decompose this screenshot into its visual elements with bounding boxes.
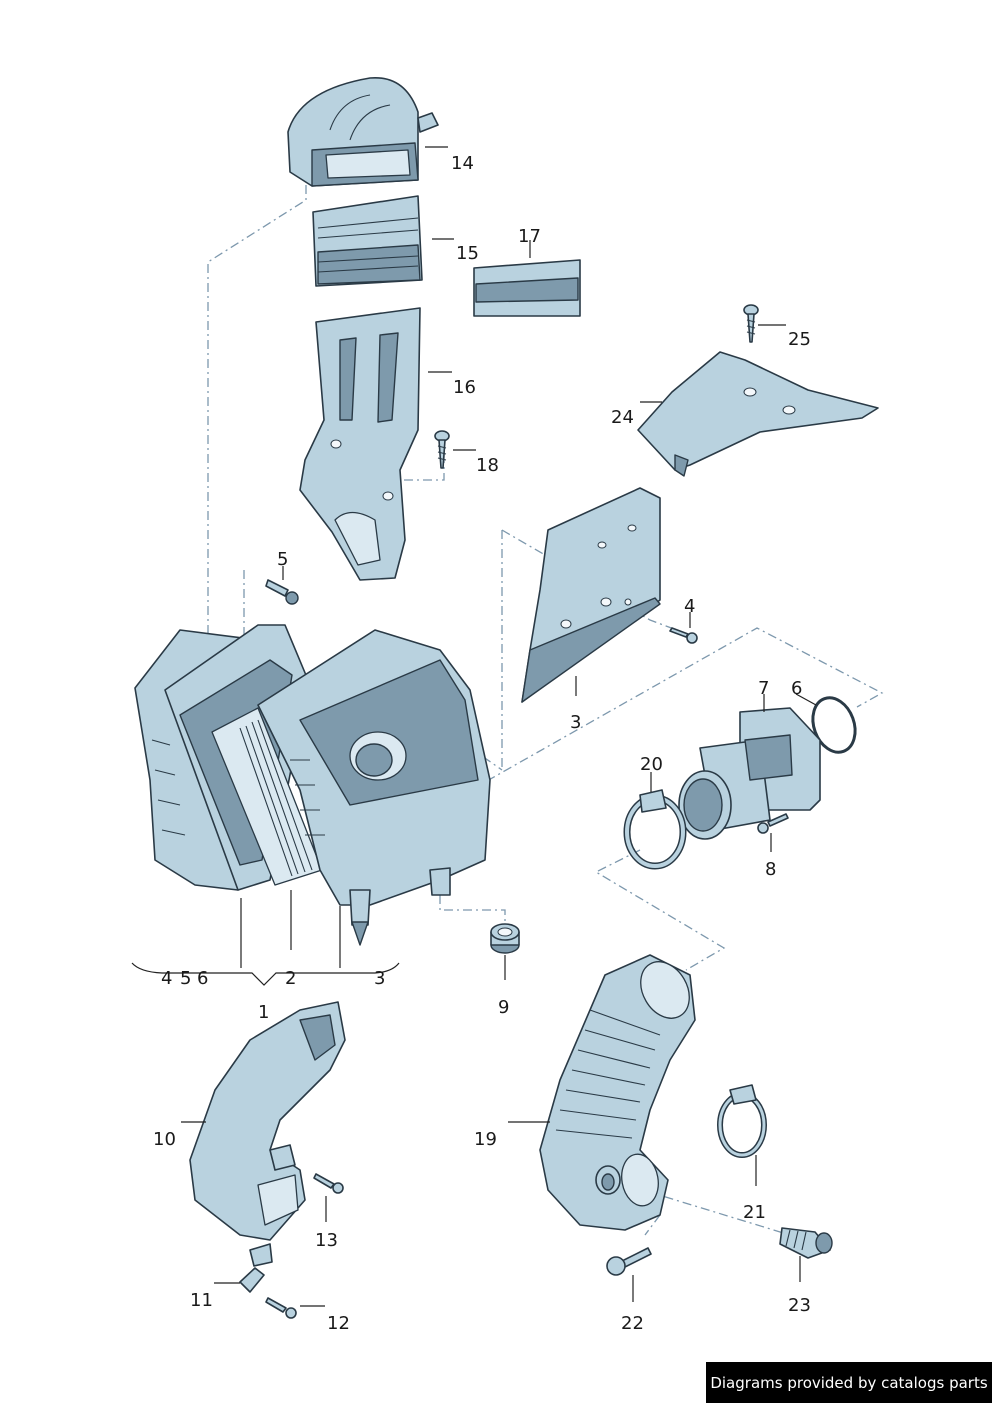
heat-shield-24 xyxy=(637,351,879,477)
screw-8 xyxy=(757,813,789,834)
air-mass-meter-7 xyxy=(678,707,821,840)
bolt-5 xyxy=(265,579,299,605)
label-3-group: 3 xyxy=(374,968,385,989)
label-5: 5 xyxy=(277,549,288,570)
label-4-group: 4 xyxy=(161,968,172,989)
screw-4 xyxy=(669,627,698,644)
label-2: 2 xyxy=(285,968,296,989)
label-11: 11 xyxy=(190,1290,213,1311)
label-19: 19 xyxy=(474,1129,497,1150)
callout-labels: 14 15 17 16 18 25 24 5 4 3 7 6 20 8 4 5 … xyxy=(153,153,811,1334)
bolt-22 xyxy=(606,1247,652,1276)
screw-25 xyxy=(743,304,759,343)
label-1: 1 xyxy=(258,1002,269,1023)
label-10: 10 xyxy=(153,1129,176,1150)
label-20: 20 xyxy=(640,754,663,775)
credit-text: Diagrams provided by catalogs parts xyxy=(710,1373,988,1392)
label-16: 16 xyxy=(453,377,476,398)
label-13: 13 xyxy=(315,1230,338,1251)
hose-clamp-21 xyxy=(717,1084,767,1158)
screw-13 xyxy=(313,1173,344,1194)
label-24: 24 xyxy=(611,407,634,428)
label-8: 8 xyxy=(765,859,776,880)
label-9: 9 xyxy=(498,997,509,1018)
o-ring-6 xyxy=(811,696,857,754)
label-6-group: 6 xyxy=(197,968,208,989)
credit-banner: Diagrams provided by catalogs parts xyxy=(706,1362,992,1403)
clip-11 xyxy=(239,1243,273,1293)
label-5-group: 5 xyxy=(180,968,191,989)
filter-pad-17 xyxy=(473,259,581,317)
label-21: 21 xyxy=(743,1202,766,1223)
grommet-9 xyxy=(490,923,520,954)
label-7: 7 xyxy=(758,678,769,699)
hose-clamp-20 xyxy=(623,789,687,870)
valve-23 xyxy=(779,1227,833,1259)
label-25: 25 xyxy=(788,329,811,350)
label-4: 4 xyxy=(684,596,695,617)
label-14: 14 xyxy=(451,153,474,174)
intake-pipe-10 xyxy=(189,1001,346,1241)
screw-18 xyxy=(434,430,450,469)
label-23: 23 xyxy=(788,1295,811,1316)
mounting-panel-3 xyxy=(521,487,661,703)
label-15: 15 xyxy=(456,243,479,264)
label-3: 3 xyxy=(570,712,581,733)
housing-upper xyxy=(257,629,491,946)
label-6: 6 xyxy=(791,678,802,699)
label-18: 18 xyxy=(476,455,499,476)
label-17: 17 xyxy=(518,226,541,247)
bellows-hose-19 xyxy=(539,954,696,1231)
screw-12 xyxy=(265,1297,297,1319)
intake-cover-14 xyxy=(287,77,439,187)
air-duct-16 xyxy=(299,307,421,581)
label-12: 12 xyxy=(327,1313,350,1334)
leader-lines xyxy=(131,146,817,1307)
duct-insert-15 xyxy=(312,195,423,287)
label-22: 22 xyxy=(621,1313,644,1334)
